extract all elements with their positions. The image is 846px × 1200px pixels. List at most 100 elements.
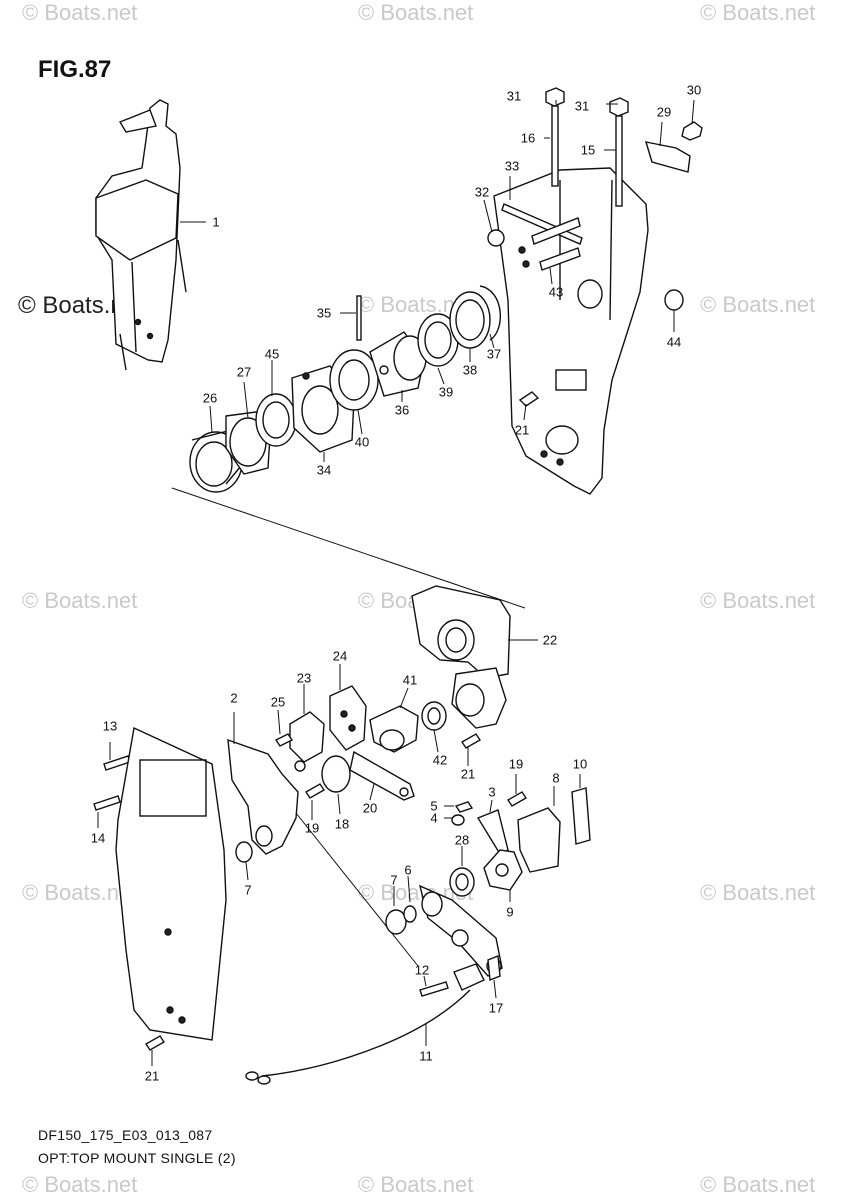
part-32-cap [487, 229, 505, 247]
callout-7: 7 [390, 872, 398, 888]
callout-21: 21 [514, 422, 530, 438]
part-9-star-wheel [483, 849, 523, 891]
part-6-ring [403, 905, 417, 923]
part-8-bracket [517, 807, 561, 873]
callout-21: 21 [144, 1068, 160, 1084]
part-6-lever [418, 884, 503, 977]
callout-24: 24 [332, 648, 348, 664]
callout-15: 15 [580, 142, 596, 158]
callout-21: 21 [460, 766, 476, 782]
part-13-bolt [103, 755, 131, 771]
part-14-bolt [93, 795, 121, 811]
part-29-bracket [644, 141, 691, 173]
callout-19: 19 [304, 820, 320, 836]
part-21-screw [461, 733, 481, 749]
watermark: © Boats.net [700, 588, 816, 613]
part-23-plate [289, 711, 325, 772]
part-41-cam [369, 705, 419, 753]
callout-37: 37 [486, 346, 502, 362]
part-cover-plate [115, 726, 227, 1041]
part-7-ring [385, 909, 407, 935]
callout-43: 43 [548, 284, 564, 300]
part-40-washer [329, 349, 379, 411]
callout-12: 12 [414, 962, 430, 978]
part-19-screw [305, 783, 325, 799]
part-20-link [349, 750, 415, 801]
callout-19: 19 [508, 756, 524, 772]
callout-20: 20 [362, 800, 378, 816]
watermark: © Boats.net [358, 1172, 474, 1197]
callout-35: 35 [316, 305, 332, 321]
callout-41: 41 [402, 672, 418, 688]
watermark: © Boats.net [700, 880, 816, 905]
part-2-lever-plate [227, 738, 299, 855]
callout-36: 36 [394, 402, 410, 418]
callout-11: 11 [419, 1048, 433, 1064]
callout-22: 22 [542, 632, 558, 648]
callout-17: 17 [488, 1000, 504, 1016]
callout-44: 44 [666, 334, 682, 350]
part-35-pin [356, 295, 362, 341]
watermark: © Boats.net [700, 292, 816, 317]
callout-29: 29 [656, 104, 672, 120]
watermark: © Boats.net [358, 0, 474, 25]
callout-leaders [97, 99, 695, 1066]
part-5-clip [454, 801, 474, 813]
callout-28: 28 [454, 832, 470, 848]
callout-31: 31 [574, 98, 590, 114]
assembly-guide-line [171, 487, 526, 609]
callout-6: 6 [404, 862, 412, 878]
diagram-code: DF150_175_E03_013_087 [38, 1127, 213, 1143]
watermark: © Boats.net [700, 1172, 816, 1197]
assembly-guide-line [291, 807, 419, 967]
callout-34: 34 [316, 462, 332, 478]
watermark: © Boats.net [700, 0, 816, 25]
part-38-ring [449, 291, 491, 349]
callout-18: 18 [334, 816, 350, 832]
watermark: © Boats.net [22, 1172, 138, 1197]
callout-38: 38 [462, 362, 478, 378]
part-43-upper-housing [493, 167, 649, 495]
part-21-screw [518, 391, 540, 407]
callout-45: 45 [264, 346, 280, 362]
part-3-shaft [476, 809, 509, 855]
callout-14: 14 [90, 830, 106, 846]
figure-title: FIG.87 [38, 56, 112, 83]
callout-1: 1 [212, 214, 220, 230]
callout-30: 30 [686, 82, 702, 98]
part-21-screw [145, 1035, 165, 1051]
callout-27: 27 [236, 364, 252, 380]
diagram-description: OPT:TOP MOUNT SINGLE (2) [38, 1150, 236, 1166]
watermark: © Boats.net [22, 880, 138, 905]
callout-39: 39 [438, 384, 454, 400]
watermark: © Boats.net [22, 0, 138, 25]
part-17-pin [487, 955, 501, 981]
callout-26: 26 [202, 390, 218, 406]
part-28-ring [449, 867, 475, 897]
callout-13: 13 [102, 718, 118, 734]
part-22-lower-housing [411, 585, 511, 729]
part-25-screw [274, 733, 294, 747]
callout-23: 23 [296, 670, 312, 686]
part-15-stud [609, 97, 629, 207]
part-7-ring [235, 841, 253, 863]
part-24-plate [329, 685, 367, 751]
callout-5: 5 [430, 798, 438, 814]
callout-32: 32 [474, 184, 490, 200]
part-44-cap [664, 289, 684, 311]
callout-7: 7 [244, 882, 252, 898]
part-10-clip [571, 787, 591, 845]
part-42-ring [421, 701, 447, 731]
watermark: © Boats.net [22, 588, 138, 613]
part-11-cable [245, 989, 471, 1085]
part-1-control-box [95, 99, 187, 371]
part-43-pin [531, 217, 581, 271]
callout-9: 9 [506, 904, 514, 920]
callout-3: 3 [488, 784, 496, 800]
callout-10: 10 [572, 756, 588, 772]
part-30-bolt [681, 121, 703, 141]
callout-16: 16 [520, 130, 536, 146]
callout-25: 25 [270, 694, 286, 710]
part-16-stud [545, 87, 565, 187]
